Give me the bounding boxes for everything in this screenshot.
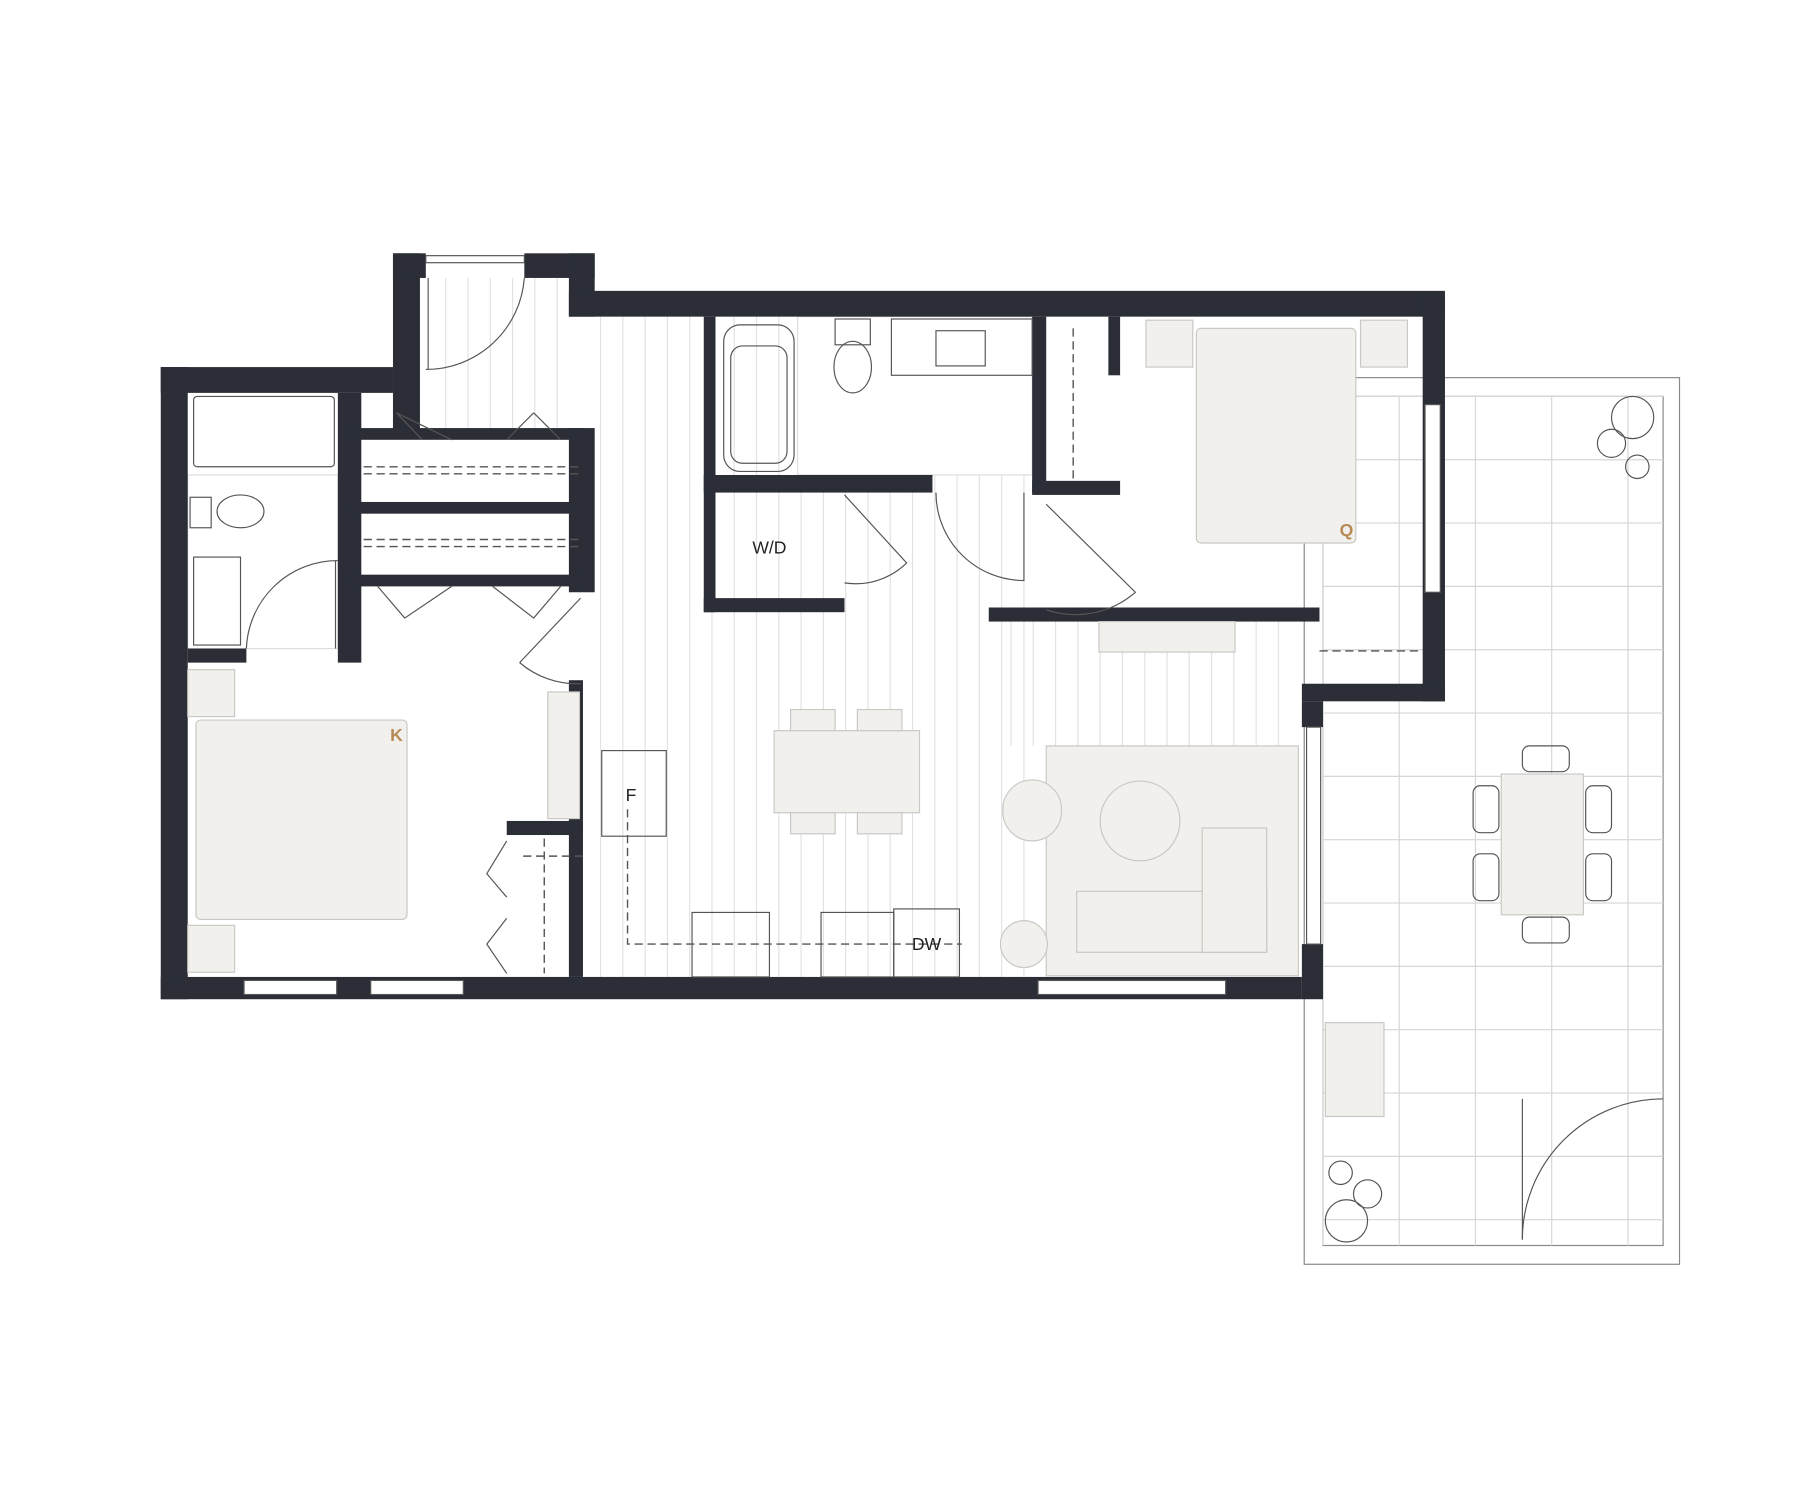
king-bed: [195, 719, 408, 921]
bathroom-fixtures: [189, 318, 1033, 646]
king-bed-label: K: [390, 725, 403, 745]
fridge-label: F: [626, 785, 637, 805]
door-swings: [245, 277, 1137, 974]
dining-table: [773, 730, 921, 814]
dishwasher-label: DW: [912, 934, 942, 954]
closet-rods: [363, 328, 1423, 974]
patio-door-swing: [1521, 1098, 1664, 1240]
queen-bed: [1195, 327, 1357, 544]
patio-table: [1500, 773, 1584, 916]
windows: [243, 255, 1441, 996]
bath-tiles: [187, 316, 1033, 650]
furniture: [187, 319, 1409, 978]
bbq-grill: [1324, 1022, 1385, 1118]
washer-dryer-label: W/D: [752, 538, 786, 558]
queen-bed-label: Q: [1340, 520, 1354, 540]
patio: [1303, 377, 1681, 1265]
plant-icon: [1324, 395, 1655, 1243]
patio-chairs: [1472, 745, 1613, 944]
